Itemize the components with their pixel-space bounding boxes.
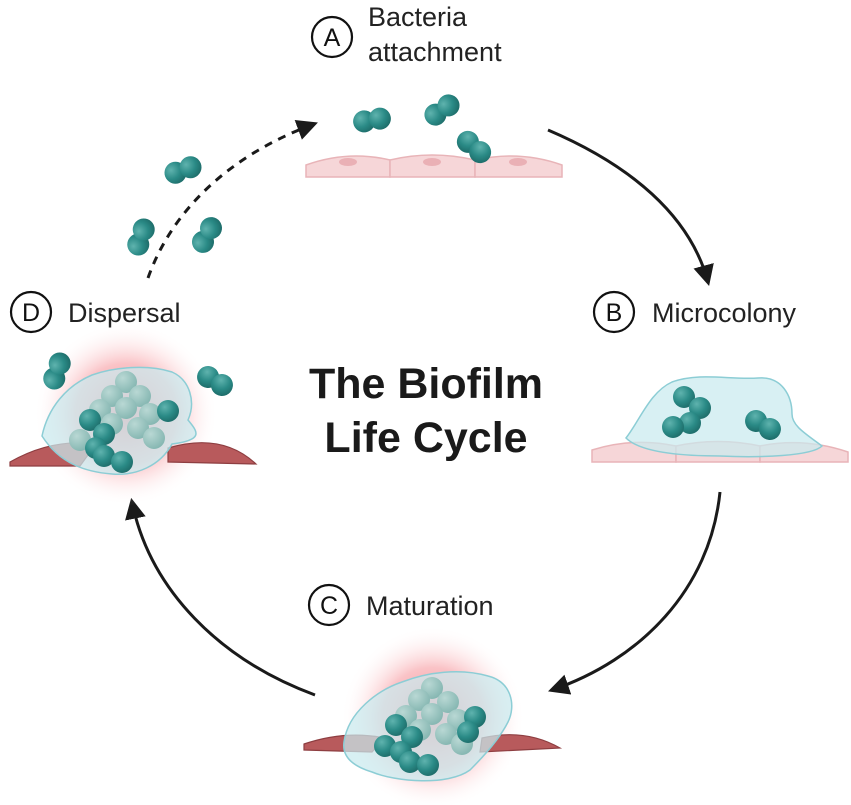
stage-b: B Microcolony [591, 290, 849, 463]
diagram-title: The Biofilm Life Cycle [309, 360, 543, 462]
stage-c-letter: C [320, 592, 338, 620]
bacterium [437, 691, 459, 713]
stage-d-letter: D [22, 299, 40, 327]
arrow-a-to-b [547, 128, 714, 287]
stage-a-badge [310, 15, 354, 59]
stage-a-label-line-1: Bacteria [368, 2, 468, 32]
bacterium [161, 153, 205, 187]
stage-b-letter: B [606, 299, 623, 327]
bacterium [351, 105, 393, 135]
stage-a-letter: A [324, 24, 341, 52]
bacterium [408, 689, 430, 711]
arrow-d-to-a-dashed [146, 119, 318, 279]
host-cell-layer-healthy [305, 154, 563, 178]
stage-c-badge [307, 583, 351, 627]
bacterium [385, 714, 407, 736]
bacterium [662, 416, 684, 438]
cell-nucleus [509, 158, 527, 166]
arrow-b-to-c [548, 491, 722, 695]
bacterium [111, 451, 133, 473]
title-line-1: The Biofilm [309, 360, 543, 408]
bacterium [417, 754, 439, 776]
host-cell [167, 442, 258, 465]
bacterium [157, 400, 179, 422]
stage-b-label: Microcolony [652, 298, 797, 328]
bacterium [673, 386, 695, 408]
bacterium [143, 427, 165, 449]
cell-nucleus [423, 158, 441, 166]
title-line-2: Life Cycle [324, 414, 527, 462]
bacterium [93, 445, 115, 467]
cycle-arrows [125, 119, 722, 697]
dispersing-biofilm-cluster [69, 371, 179, 473]
stage-c-label: Maturation [366, 591, 494, 621]
cell-nucleus [339, 158, 357, 166]
stage-a-label-line-2: attachment [368, 37, 502, 67]
stage-b-badge [592, 290, 636, 334]
free-bacteria [124, 153, 227, 259]
stage-d-badge [9, 290, 53, 334]
stage-d: D Dispersal [9, 290, 258, 506]
bacterium [420, 90, 464, 130]
bacterium [115, 371, 137, 393]
bacterium [79, 409, 101, 431]
stage-c: C Maturation [303, 583, 563, 805]
bacterium [124, 215, 158, 259]
bacterium [399, 751, 421, 773]
mature-biofilm-cluster [374, 677, 486, 776]
arrow-c-to-d [125, 497, 316, 697]
bacterium [115, 397, 137, 419]
bacterium [187, 213, 227, 257]
bacterium [421, 703, 443, 725]
microcolony-cluster [662, 386, 711, 438]
bacterium [127, 417, 149, 439]
bacterium [435, 723, 457, 745]
stage-a: A Bacteria attachment [305, 2, 563, 178]
bacterium [679, 412, 701, 434]
bacterium [457, 721, 479, 743]
biofilm-matrix [625, 376, 824, 458]
